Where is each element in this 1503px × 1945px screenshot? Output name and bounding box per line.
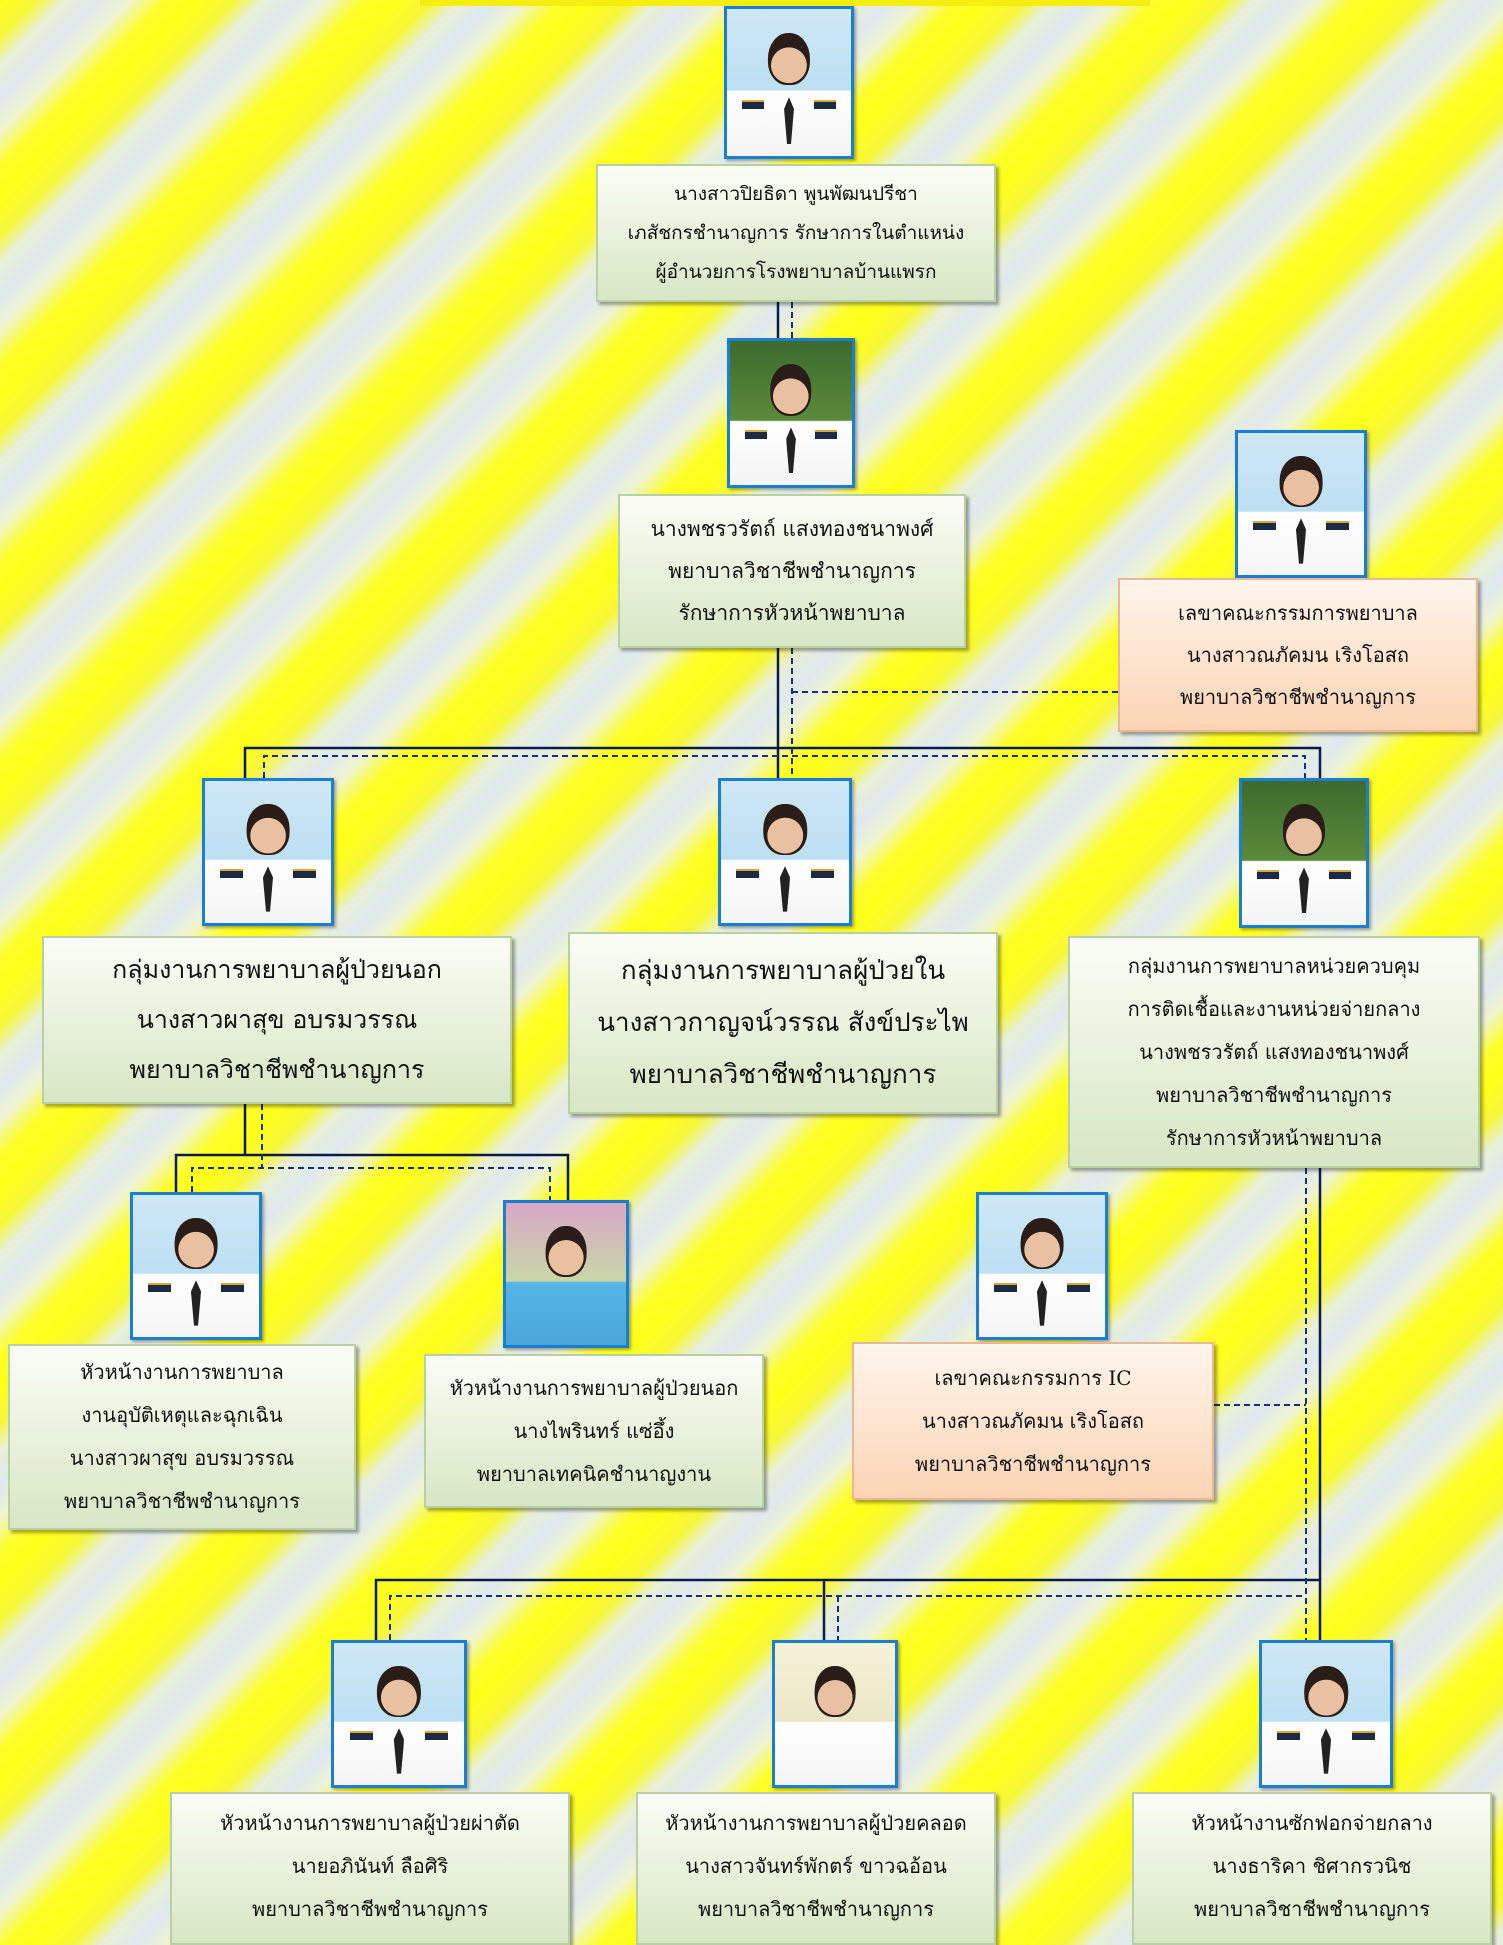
- er-head-photo: [130, 1192, 262, 1340]
- er-head-name: นางสาวผาสุข อบรมวรรณ: [69, 1446, 295, 1470]
- lr-head-box: หัวหน้างานการพยาบาลผู้ป่วยคลอด นางสาวจัน…: [636, 1792, 996, 1945]
- or-head-box: หัวหน้างานการพยาบาลผู้ป่วยผ่าตัด นายอภิน…: [170, 1792, 570, 1945]
- nursing-secretary-title: เลขาคณะกรรมการพยาบาล: [1178, 601, 1418, 625]
- cssd-head-box: หัวหน้างานซักฟอกจ่ายกลาง นางธาริคา ชิศาก…: [1132, 1792, 1492, 1945]
- head-nurse-name: นางพชรวรัตถ์ แสงทองชนาพงศ์: [650, 517, 934, 541]
- cssd-head-title: หัวหน้างานซักฟอกจ่ายกลาง: [1191, 1811, 1433, 1835]
- head-nurse-position: พยาบาลวิชาชีพชำนาญการ: [668, 559, 916, 583]
- director-position: เภสัชกรชำนาญการ รักษาการในตำแหน่ง: [627, 221, 965, 244]
- person-photo-icon: [1282, 804, 1326, 856]
- ic-group-title-1: กลุ่มงานการพยาบาลหน่วยควบคุม: [1127, 953, 1421, 978]
- person-photo-icon: [545, 1225, 587, 1277]
- or-head-photo: [331, 1640, 467, 1788]
- ic-group-box: กลุ่มงานการพยาบาลหน่วยควบคุม การติดเชื้อ…: [1068, 936, 1480, 1168]
- director-name: นางสาวปิยธิดา พูนพัฒนปรีชา: [674, 182, 918, 205]
- person-photo-icon: [1279, 455, 1323, 507]
- lr-head-photo: [772, 1640, 898, 1788]
- opd-group-box: กลุ่มงานการพยาบาลผู้ป่วยนอก นางสาวผาสุข …: [42, 936, 512, 1104]
- director-role: ผู้อำนวยการโรงพยาบาลบ้านแพรก: [655, 260, 937, 283]
- opd-group-title: กลุ่มงานการพยาบาลผู้ป่วยนอก: [112, 955, 442, 984]
- person-photo-icon: [1304, 1665, 1348, 1717]
- ipd-group-photo: [718, 778, 852, 926]
- ic-group-title-2: การติดเชื้อและงานหน่วยจ่ายกลาง: [1127, 996, 1421, 1021]
- er-head-position: พยาบาลวิชาชีพชำนาญการ: [64, 1489, 300, 1513]
- opd-group-position: พยาบาลวิชาชีพชำนาญการ: [129, 1055, 425, 1084]
- head-nurse-role: รักษาการหัวหน้าพยาบาล: [678, 601, 906, 625]
- opd-group-name: นางสาวผาสุข อบรมวรรณ: [136, 1005, 418, 1034]
- opd-head-name: นางไพรินทร์ แซ่อึ้ง: [513, 1418, 675, 1443]
- opd-head-photo: [503, 1200, 629, 1348]
- person-photo-icon: [1020, 1217, 1064, 1269]
- or-head-position: พยาบาลวิชาชีพชำนาญการ: [252, 1897, 488, 1921]
- ic-group-name: นางพชรวรัตถ์ แสงทองชนาพงศ์: [1139, 1039, 1409, 1064]
- ic-group-position: พยาบาลวิชาชีพชำนาญการ: [1156, 1082, 1392, 1107]
- nursing-secretary-position: พยาบาลวิชาชีพชำนาญการ: [1180, 685, 1416, 709]
- or-head-title: หัวหน้างานการพยาบาลผู้ป่วยผ่าตัด: [220, 1811, 520, 1835]
- ic-secretary-box: เลขาคณะกรรมการ IC นางสาวณภัคมน เริงโอสถ …: [852, 1342, 1214, 1500]
- opd-head-position: พยาบาลเทคนิคชำนาญงาน: [476, 1461, 712, 1486]
- er-head-title-2: งานอุบัติเหตุและฉุกเฉิน: [81, 1403, 283, 1427]
- director-box: นางสาวปิยธิดา พูนพัฒนปรีชา เภสัชกรชำนาญก…: [596, 164, 996, 302]
- director-photo: [724, 6, 854, 159]
- ic-secretary-position: พยาบาลวิชาชีพชำนาญการ: [915, 1451, 1151, 1476]
- ic-group-role: รักษาการหัวหน้าพยาบาล: [1165, 1125, 1383, 1150]
- opd-head-title: หัวหน้างานการพยาบาลผู้ป่วยนอก: [449, 1375, 739, 1400]
- person-photo-icon: [767, 32, 811, 86]
- cssd-head-name: นางธาริคา ชิศากรวนิช: [1212, 1854, 1412, 1878]
- lr-head-title: หัวหน้างานการพยาบาลผู้ป่วยคลอด: [665, 1811, 967, 1835]
- ic-secretary-name: นางสาวณภัคมน เริงโอสถ: [921, 1408, 1145, 1433]
- nursing-secretary-photo: [1235, 430, 1367, 578]
- head-nurse-photo: [727, 338, 855, 488]
- person-photo-icon: [174, 1217, 218, 1269]
- er-head-box: หัวหน้างานการพยาบาล งานอุบัติเหตุและฉุกเ…: [8, 1344, 356, 1530]
- ipd-group-name: นางสาวกาญจน์วรรณ สังข์ประไพ: [597, 1008, 969, 1038]
- ipd-group-title: กลุ่มงานการพยาบาลผู้ป่วยใน: [620, 956, 946, 986]
- ipd-group-position: พยาบาลวิชาชีพชำนาญการ: [629, 1060, 937, 1090]
- opd-head-box: หัวหน้างานการพยาบาลผู้ป่วยนอก นางไพรินทร…: [424, 1354, 764, 1508]
- lr-head-name: นางสาวจันทร์พักตร์ ขาวฉอ้อน: [685, 1854, 947, 1878]
- opd-group-photo: [202, 778, 334, 926]
- nursing-secretary-name: นางสาวณภัคมน เริงโอสถ: [1186, 643, 1410, 667]
- ic-group-photo: [1239, 778, 1369, 928]
- person-photo-icon: [814, 1665, 856, 1717]
- ipd-group-box: กลุ่มงานการพยาบาลผู้ป่วยใน นางสาวกาญจน์ว…: [568, 932, 998, 1114]
- lr-head-position: พยาบาลวิชาชีพชำนาญการ: [698, 1897, 934, 1921]
- top-title-bar: [420, 0, 1150, 6]
- dashed-connectors: [191, 302, 1307, 1640]
- person-photo-icon: [763, 803, 807, 855]
- ic-secretary-photo: [976, 1192, 1108, 1340]
- er-head-title-1: หัวหน้างานการพยาบาล: [80, 1360, 284, 1384]
- person-photo-icon: [246, 803, 290, 855]
- person-photo-icon: [376, 1665, 422, 1717]
- nursing-secretary-box: เลขาคณะกรรมการพยาบาล นางสาวณภัคมน เริงโอ…: [1118, 578, 1478, 732]
- or-head-name: นายอภินันท์ ลือศิริ: [291, 1854, 449, 1878]
- person-photo-icon: [770, 364, 812, 416]
- ic-secretary-title: เลขาคณะกรรมการ IC: [934, 1365, 1132, 1390]
- head-nurse-box: นางพชรวรัตถ์ แสงทองชนาพงศ์ พยาบาลวิชาชีพ…: [618, 494, 966, 648]
- cssd-head-photo: [1259, 1640, 1393, 1788]
- cssd-head-position: พยาบาลวิชาชีพชำนาญการ: [1194, 1897, 1430, 1921]
